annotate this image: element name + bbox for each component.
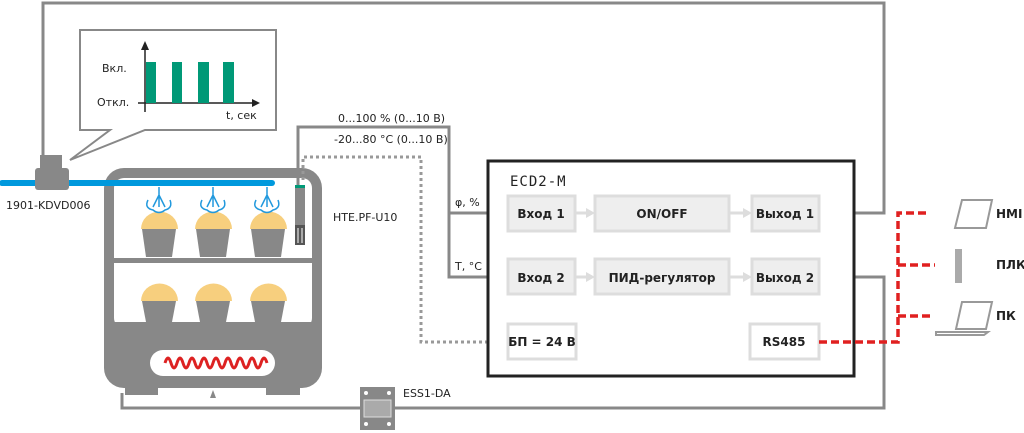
chart-bar [223, 62, 234, 103]
pc-label: ПК [996, 309, 1016, 323]
chart-y-off-label: Откл. [97, 96, 129, 109]
block-input1 [506, 194, 577, 233]
humidity-input-label: φ, % [455, 196, 480, 209]
sensor-icon [295, 185, 305, 245]
block-pid [593, 257, 731, 296]
hmi-label: HMI [996, 207, 1022, 221]
callout: Вкл. Откл. t, сек [69, 29, 277, 161]
chart-bar [172, 62, 182, 103]
ssr-icon [360, 387, 395, 430]
controller-ecd2m: ECD2-M Вход 1 ON/OFF Выход 1 Вход 2 ПИД-… [486, 159, 856, 378]
wire-power-dotted [301, 155, 507, 344]
spray-nozzles [146, 187, 280, 214]
block-output2 [750, 257, 821, 296]
wire-sensor-analog [296, 125, 500, 279]
hmi-icon [953, 199, 994, 229]
block-rs485 [748, 322, 821, 361]
output1-label: Выход 1 [756, 207, 814, 221]
plc-label: ПЛК [996, 258, 1024, 272]
oven [104, 168, 322, 398]
input2-label: Вход 2 [517, 271, 564, 285]
solenoid-valve-icon [35, 155, 69, 190]
controller-title: ECD2-M [510, 174, 567, 190]
chart-bar [198, 62, 209, 103]
wire-output1-valve [41, 1, 886, 215]
chart-bar [146, 62, 156, 103]
chart-x-label: t, сек [226, 109, 257, 122]
rs485-label: RS485 [763, 335, 806, 349]
chart-y-on-label: Вкл. [102, 62, 127, 75]
plc-icon [955, 249, 962, 283]
pc-laptop-icon [935, 301, 994, 336]
input1-label: Вход 1 [517, 207, 564, 221]
valve-label: 1901-KDVD006 [6, 199, 90, 212]
pid-label: ПИД-регулятор [609, 271, 716, 285]
rs485-bus [819, 211, 927, 344]
onoff-label: ON/OFF [636, 207, 687, 221]
temp-input-label: T, °C [454, 260, 482, 273]
humidity-range-label: 0...100 % (0...10 В) [338, 112, 445, 125]
temp-range-label: -20...80 °C (0...10 В) [334, 133, 448, 146]
sensor-label: HTE.PF-U10 [333, 211, 397, 224]
bread-loaves [141, 211, 287, 322]
ssr-label: ESS1-DA [403, 387, 451, 400]
block-output1 [750, 194, 821, 233]
heater-icon [163, 356, 269, 370]
block-input2 [506, 257, 577, 296]
wire-output2-ssr [120, 275, 886, 410]
block-onoff [593, 194, 731, 233]
output2-label: Выход 2 [756, 271, 814, 285]
psu-label: БП = 24 В [508, 335, 576, 349]
block-psu [506, 322, 578, 361]
